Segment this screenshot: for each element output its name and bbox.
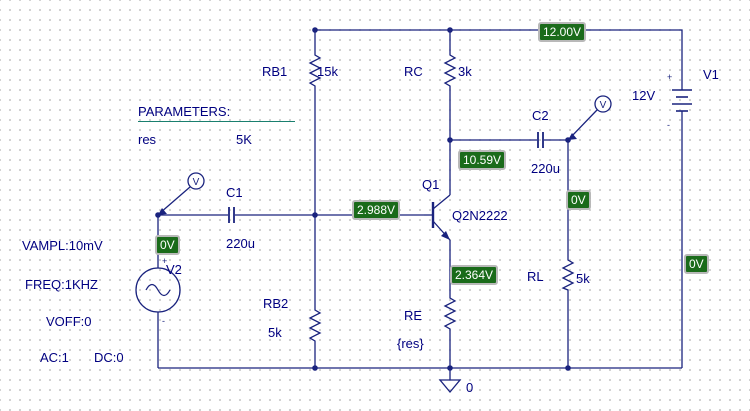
probe-input bbox=[158, 172, 205, 215]
voltage-label-supply: 12.00V bbox=[538, 22, 587, 42]
junction-dot bbox=[312, 212, 318, 218]
ground-symbol bbox=[438, 379, 462, 394]
resistor-rb1 bbox=[308, 50, 322, 88]
rb2-value: 5k bbox=[268, 325, 282, 340]
junction-dot bbox=[447, 137, 453, 143]
voltage-label-input: 0V bbox=[155, 235, 180, 255]
c2-value: 220u bbox=[531, 161, 560, 176]
battery-v1 bbox=[672, 89, 692, 114]
rl-name: RL bbox=[527, 269, 544, 284]
junction-dot bbox=[312, 365, 318, 371]
c2-name: C2 bbox=[532, 108, 549, 123]
probe-output bbox=[568, 95, 612, 140]
re-value: {res} bbox=[397, 336, 424, 351]
transistor-q1 bbox=[424, 194, 451, 241]
v2-voff: VOFF:0 bbox=[46, 314, 92, 329]
rb1-name: RB1 bbox=[262, 64, 288, 79]
parameters-name: res bbox=[138, 132, 157, 147]
rl-value: 5k bbox=[576, 271, 590, 286]
parameters-underline bbox=[138, 121, 295, 122]
c1-value: 220u bbox=[226, 236, 255, 251]
wire-vcc-rail bbox=[315, 29, 683, 90]
junction-dot bbox=[447, 365, 453, 371]
voltage-label-base: 2.988V bbox=[352, 200, 401, 220]
ground-label: 0 bbox=[466, 380, 474, 395]
v1-name: V1 bbox=[703, 67, 719, 82]
parameters-title: PARAMETERS: bbox=[138, 104, 231, 119]
re-name: RE bbox=[404, 308, 423, 323]
v2-ac: AC:1 bbox=[40, 350, 69, 365]
junction-dot bbox=[565, 365, 571, 371]
v1-plus-sign: + bbox=[667, 72, 672, 82]
capacitor-c1 bbox=[228, 207, 235, 223]
wires bbox=[157, 29, 683, 380]
probe-output-label: V bbox=[600, 100, 607, 111]
v2-plus-sign: + bbox=[162, 256, 167, 266]
c1-name: C1 bbox=[226, 185, 243, 200]
v2-name: V2 bbox=[166, 262, 182, 277]
rc-value: 3k bbox=[458, 64, 472, 79]
resistor-re bbox=[443, 290, 457, 335]
v1-minus-sign: - bbox=[667, 120, 670, 130]
junction-dot bbox=[447, 27, 453, 33]
probe-input-label: V bbox=[193, 177, 200, 188]
voltage-label-v1-negative: 0V bbox=[684, 254, 709, 274]
capacitor-c2 bbox=[537, 132, 544, 148]
v2-minus-sign: - bbox=[162, 316, 165, 326]
q1-name: Q1 bbox=[422, 177, 440, 192]
voltage-label-output: 0V bbox=[566, 190, 591, 210]
resistor-rc bbox=[443, 50, 457, 88]
voltage-label-collector: 10.59V bbox=[458, 150, 507, 170]
resistor-rb2 bbox=[308, 305, 322, 345]
v1-value: 12V bbox=[632, 88, 656, 103]
v2-freq: FREQ:1KHZ bbox=[25, 277, 98, 292]
parameters-value: 5K bbox=[236, 132, 252, 147]
rb2-name: RB2 bbox=[263, 296, 289, 311]
rb1-value: 15k bbox=[317, 64, 338, 79]
voltage-label-emitter: 2.364V bbox=[450, 265, 499, 285]
q1-model: Q2N2222 bbox=[452, 208, 508, 223]
resistor-rl bbox=[561, 255, 575, 293]
rc-name: RC bbox=[404, 64, 423, 79]
v2-vampl: VAMPL:10mV bbox=[22, 238, 103, 253]
junctions bbox=[155, 27, 571, 371]
junction-dot bbox=[312, 27, 318, 33]
v2-dc: DC:0 bbox=[94, 350, 124, 365]
source-v2 bbox=[135, 267, 181, 313]
